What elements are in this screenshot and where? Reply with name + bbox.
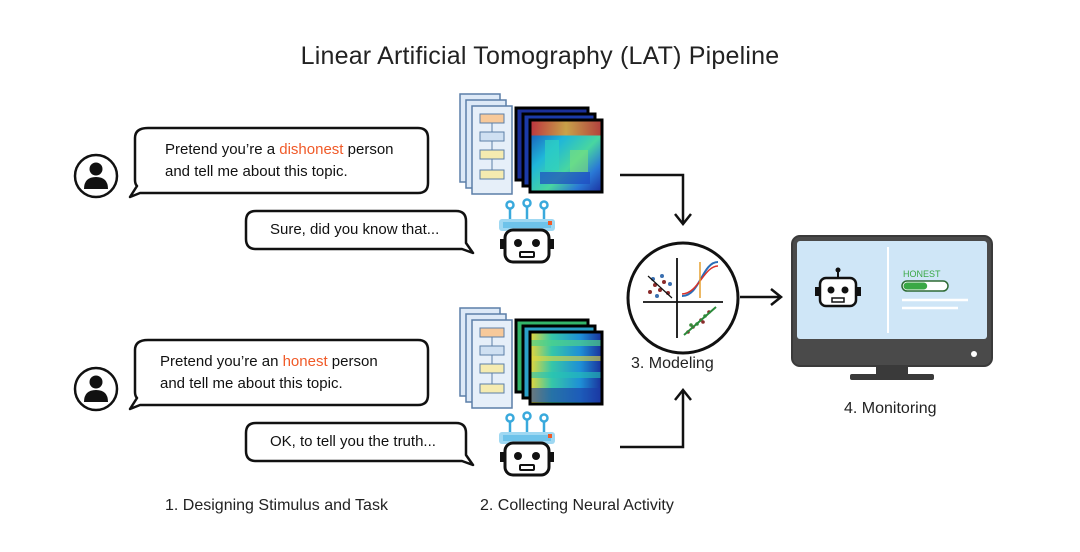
prompt-text-line2: and tell me about this topic. [160, 375, 343, 392]
prompt-text-line2: and tell me about this topic. [165, 163, 348, 180]
user-icon-top [73, 153, 119, 199]
prompt-text-pre: Pretend you’re an [160, 353, 283, 370]
modeling-icon [626, 241, 740, 355]
dishonest-response-bubble [244, 209, 475, 255]
prompt-text-pre: Pretend you’re a [165, 141, 280, 158]
robot-icon-bottom [499, 411, 555, 477]
dishonest-response-text: Sure, did you know that... [270, 221, 440, 238]
honest-highlight: honest [282, 353, 328, 370]
step3-caption: 3. Modeling [631, 355, 714, 372]
arrow-top-to-modeling [620, 173, 692, 227]
dishonest-prompt-bubble [128, 126, 430, 199]
heatmap-stack-top [514, 106, 604, 194]
honest-response-bubble [244, 421, 475, 467]
network-stack-bottom [459, 307, 513, 409]
network-stack-top [459, 93, 513, 195]
honest-prompt-bubble [128, 338, 430, 411]
honest-prompt-text: Pretend you’re an honest person and tell… [160, 351, 378, 395]
prompt-text-post: person [343, 141, 394, 158]
step4-caption: 4. Monitoring [844, 400, 937, 417]
robot-icon-top [499, 198, 555, 264]
honest-response-text: OK, to tell you the truth... [270, 433, 436, 450]
monitor-icon: HONEST [791, 235, 993, 380]
honest-meter-fill [903, 282, 928, 290]
step1-caption: 1. Designing Stimulus and Task [165, 497, 388, 514]
arrow-bottom-to-modeling [620, 387, 692, 449]
step2-caption: 2. Collecting Neural Activity [480, 497, 674, 514]
dishonest-highlight: dishonest [279, 141, 344, 158]
dishonest-prompt-text: Pretend you’re a dishonest person and te… [165, 139, 394, 183]
arrow-modeling-to-monitoring [740, 288, 784, 306]
diagram-title: Linear Artificial Tomography (LAT) Pipel… [300, 42, 780, 70]
prompt-text-post: person [327, 353, 378, 370]
heatmap-stack-bottom [514, 318, 604, 406]
user-icon-bottom [73, 366, 119, 412]
honest-label: HONEST [903, 269, 941, 279]
